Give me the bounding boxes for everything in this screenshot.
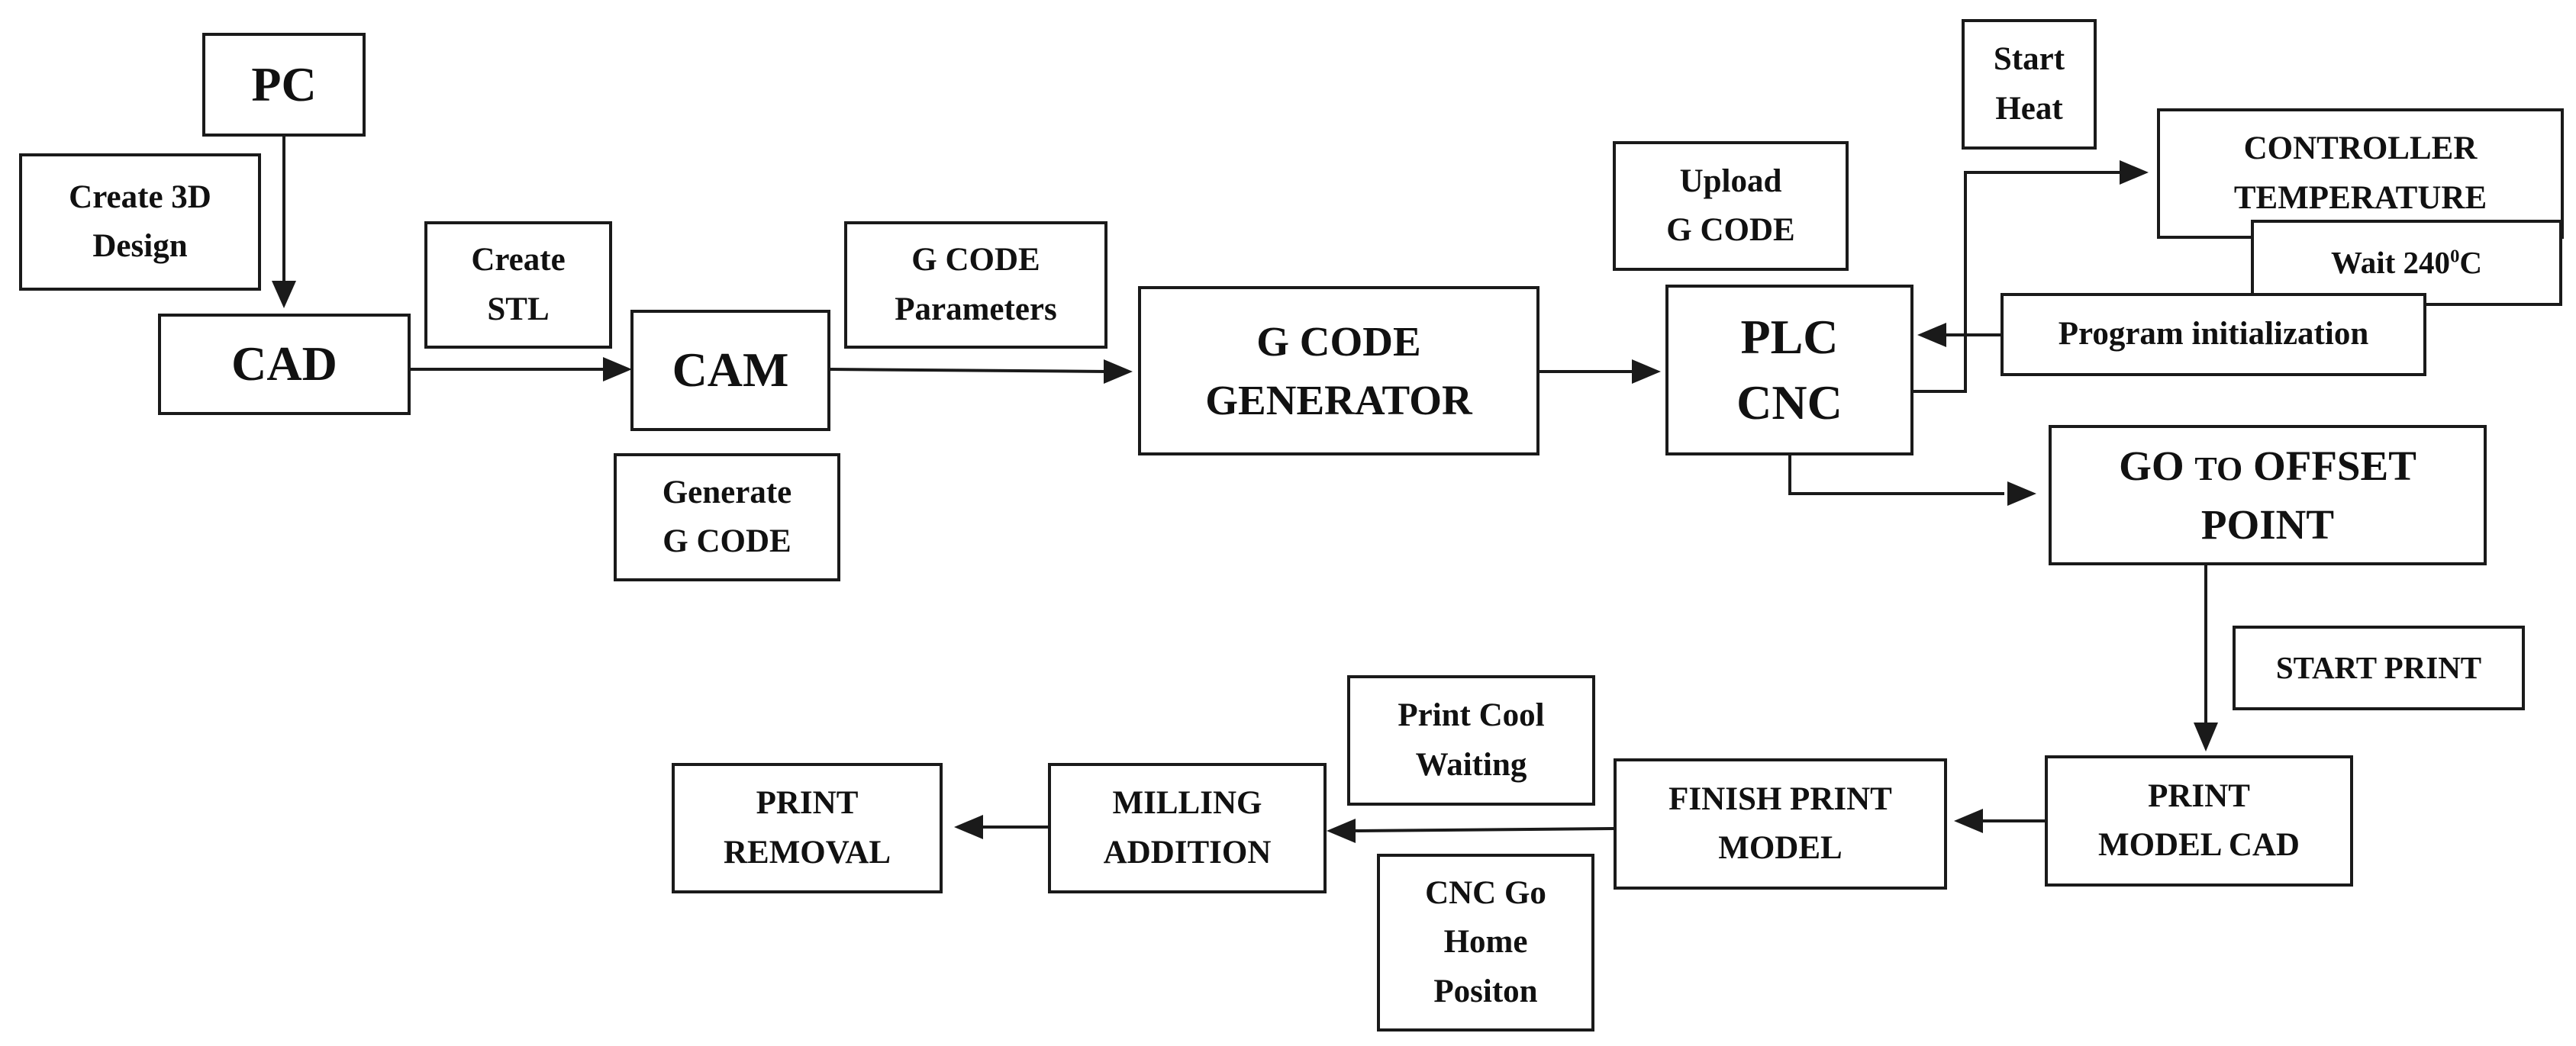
wait-240c-superscript: 0 <box>2450 245 2460 266</box>
go-offset-offset: OFFSET <box>2242 443 2416 489</box>
arrowhead-milling <box>1327 819 1356 843</box>
arrowhead-print <box>2194 723 2218 752</box>
cam-label: CAM <box>672 343 789 397</box>
finish-print-line2: MODEL <box>1718 830 1843 866</box>
print-cool-waiting-note: Print Cool Waiting <box>1347 675 1595 806</box>
controller-temperature-line1: CONTROLLER <box>2243 130 2478 166</box>
gcode-generator-line1: G CODE <box>1256 318 1421 365</box>
arrowhead-generator <box>1104 359 1133 384</box>
arrowhead-controller <box>2120 160 2149 185</box>
program-initialization-label: Program initialization <box>2058 316 2369 352</box>
milling-addition-node: MILLING ADDITION <box>1048 763 1327 893</box>
finish-print-line1: FINISH PRINT <box>1668 780 1892 817</box>
generate-gcode-line2: G CODE <box>663 523 791 559</box>
wait-240c-label: Wait 2400C <box>2331 239 2482 288</box>
gcode-parameters-note: G CODE Parameters <box>844 221 1107 349</box>
wait-240c-unit: C <box>2459 244 2482 280</box>
start-heat-line1: Start <box>1993 41 2065 77</box>
wait-240c-text: Wait 240 <box>2331 244 2451 280</box>
print-removal-line2: REMOVAL <box>723 834 891 871</box>
arrow-plc-to-controller <box>1913 171 2124 393</box>
arrowhead-cam <box>603 357 632 381</box>
upload-gcode-line2: G CODE <box>1666 212 1795 248</box>
start-print-note: START PRINT <box>2233 626 2525 710</box>
arrowhead-plc-init <box>1917 323 1946 347</box>
create-3d-line2: Design <box>92 228 188 264</box>
go-offset-go: GO <box>2119 443 2195 489</box>
pc-label: PC <box>251 56 317 111</box>
go-to-offset-point-node: GO TO OFFSET POINT <box>2049 425 2487 565</box>
plc-cnc-node: PLC CNC <box>1665 285 1913 455</box>
generate-gcode-note: Generate G CODE <box>614 453 840 581</box>
milling-line1: MILLING <box>1112 785 1262 821</box>
arrowhead-plc <box>1632 359 1661 384</box>
cnc-go-home-note: CNC Go Home Positon <box>1377 854 1594 1032</box>
wait-240c-note: Wait 2400C <box>2251 220 2562 306</box>
print-removal-line1: PRINT <box>756 785 859 821</box>
start-heat-note: Start Heat <box>1962 19 2097 150</box>
cad-label: CAD <box>231 336 337 391</box>
cnc-go-home-line1: CNC Go <box>1425 874 1546 911</box>
print-model-cad-line2: MODEL CAD <box>2098 827 2300 863</box>
go-offset-to: TO <box>2194 450 2243 488</box>
print-cool-line1: Print Cool <box>1398 697 1545 733</box>
print-cool-line2: Waiting <box>1415 746 1527 783</box>
cam-node: CAM <box>630 310 830 431</box>
create-3d-design-note: Create 3D Design <box>19 153 261 291</box>
controller-temperature-line2: TEMPERATURE <box>2233 179 2487 216</box>
pc-node: PC <box>202 33 366 137</box>
generate-gcode-line1: Generate <box>662 474 792 510</box>
upload-gcode-line1: Upload <box>1679 163 1782 199</box>
create-stl-line1: Create <box>471 242 566 278</box>
controller-temperature-node: CONTROLLER TEMPERATURE <box>2157 108 2564 239</box>
print-model-cad-line1: PRINT <box>2148 777 2250 814</box>
print-model-cad-node: PRINT MODEL CAD <box>2045 755 2353 887</box>
arrowhead-finish <box>1954 809 1983 833</box>
start-print-label: START PRINT <box>2275 649 2482 685</box>
start-heat-line2: Heat <box>1995 90 2063 127</box>
milling-line2: ADDITION <box>1103 834 1272 871</box>
go-to-offset-line1: GO TO OFFSET <box>2119 436 2416 495</box>
plc-cnc-line2: CNC <box>1736 375 1843 430</box>
go-to-offset-line2: POINT <box>2200 501 2335 548</box>
arrowhead-removal <box>954 815 983 839</box>
arrowhead-cad <box>272 281 296 308</box>
create-3d-line1: Create 3D <box>69 179 211 215</box>
gcode-generator-line2: GENERATOR <box>1205 377 1472 423</box>
finish-print-model-node: FINISH PRINT MODEL <box>1614 758 1947 890</box>
arrow-plc-to-offset <box>1788 455 2004 495</box>
cnc-go-home-line2: Home <box>1443 924 1528 961</box>
gcode-generator-node: G CODE GENERATOR <box>1138 286 1539 455</box>
cad-node: CAD <box>158 314 411 415</box>
gcode-parameters-line2: Parameters <box>895 291 1057 327</box>
cnc-go-home-line3: Positon <box>1433 973 1538 1009</box>
create-stl-note: Create STL <box>424 221 612 349</box>
upload-gcode-note: Upload G CODE <box>1613 141 1849 271</box>
program-initialization-node: Program initialization <box>2001 293 2426 376</box>
create-stl-line2: STL <box>487 291 550 327</box>
arrow-finish-to-milling <box>1351 827 1614 832</box>
arrow-cam-to-generator <box>830 368 1109 373</box>
plc-cnc-line1: PLC <box>1740 309 1839 364</box>
print-removal-node: PRINT REMOVAL <box>672 763 943 893</box>
arrowhead-offset <box>2007 481 2036 506</box>
gcode-parameters-line1: G CODE <box>911 242 1040 278</box>
